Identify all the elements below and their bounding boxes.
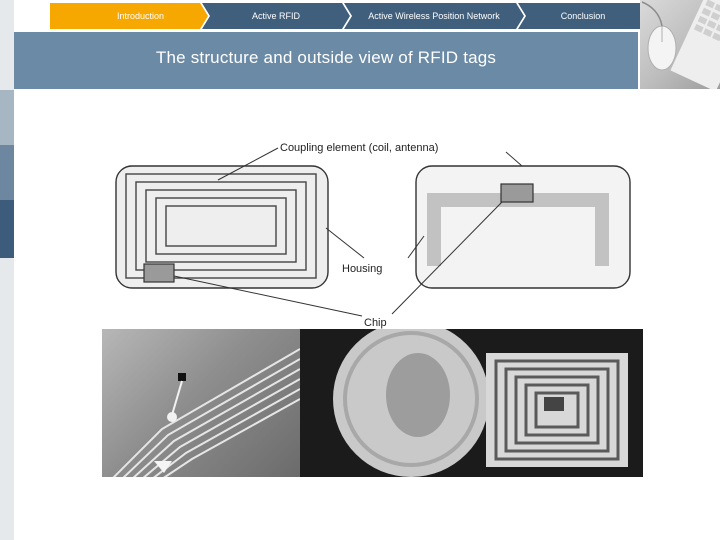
- sidebar-band-mid: [0, 145, 14, 200]
- chip-label: Chip: [364, 317, 387, 329]
- rfid-tag-drawing: Coupling element (coil, antenna) Housing…: [102, 124, 643, 329]
- top-navigation-bar: Introduction Active RFID Active Wireless…: [14, 0, 648, 32]
- nav-step-active-rfid[interactable]: Active RFID: [202, 3, 350, 29]
- rfid-inlay-illustration: [112, 348, 300, 477]
- nav-step-active-wireless-position-network[interactable]: Active Wireless Position Network: [344, 3, 524, 29]
- rfid-structure-diagram: Coupling element (coil, antenna) Housing…: [102, 124, 643, 329]
- nav-step-label: Active RFID: [251, 11, 300, 21]
- sidebar-band-light: [0, 90, 14, 145]
- left-tag-coil: [125, 173, 317, 279]
- nav-step-label: Active Wireless Position Network: [368, 11, 500, 21]
- sidebar-band-dark: [0, 200, 14, 258]
- nav-step-conclusion[interactable]: Conclusion: [518, 3, 648, 29]
- left-tag-chip: [143, 263, 175, 283]
- nav-step-introduction[interactable]: Introduction: [50, 3, 208, 29]
- page-title: The structure and outside view of RFID t…: [155, 48, 497, 67]
- right-tag-chip: [500, 183, 534, 203]
- keyboard-mouse-photo: [640, 0, 720, 89]
- left-tag-housing: [115, 165, 329, 289]
- nav-step-label: Conclusion: [560, 11, 606, 21]
- coupling-element-label: Coupling element (coil, antenna): [280, 142, 438, 154]
- title-banner: The structure and outside view of RFID t…: [14, 32, 638, 89]
- left-sidebar-strip: [0, 0, 14, 540]
- rfid-tag-closeup-photo: [102, 329, 300, 477]
- nav-step-label: Introduction: [117, 11, 165, 21]
- leader-lines: [173, 147, 523, 317]
- coin-and-tag-photo: [300, 329, 643, 477]
- keyboard-mouse-illustration: [641, 0, 720, 89]
- coin-and-square-tag-illustration: [333, 329, 628, 477]
- housing-label: Housing: [342, 263, 382, 275]
